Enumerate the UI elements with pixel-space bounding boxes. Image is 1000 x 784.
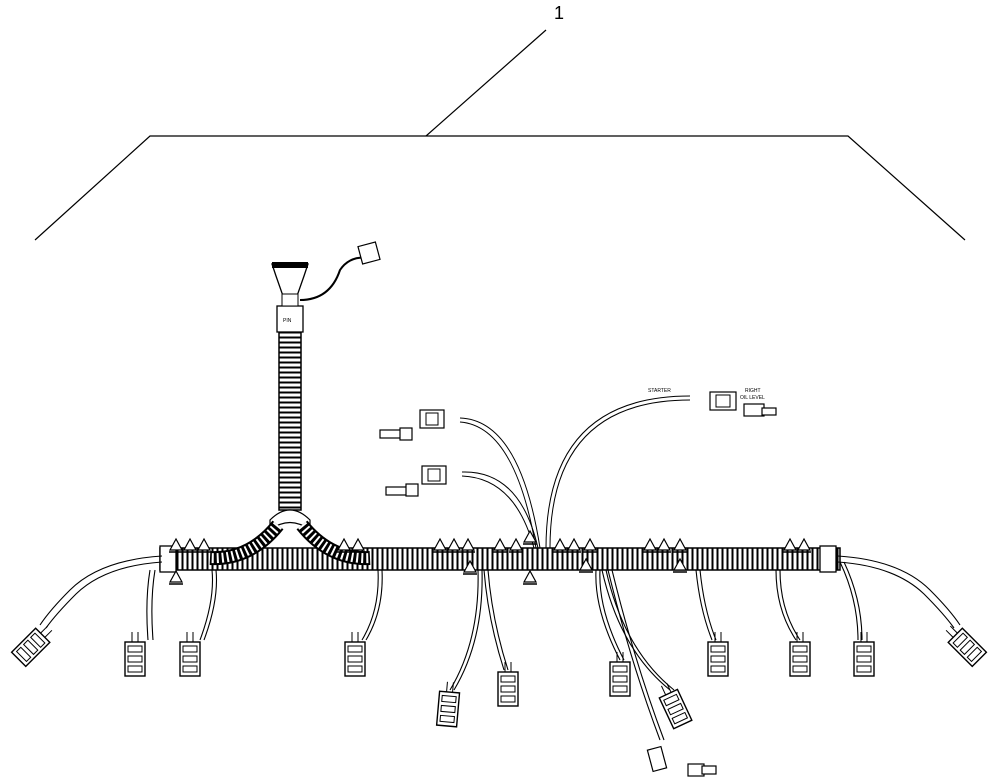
lower-branch-wires: [39, 555, 961, 741]
main-connector-label: PIN: [283, 318, 292, 324]
oil-level-label-2: OIL LEVEL: [740, 395, 765, 401]
upper-connector-1: [379, 409, 445, 441]
main-connector: PIN: [271, 241, 381, 333]
oil-level-label-1: RIGHT: [745, 388, 761, 394]
callout-bracket: [34, 29, 966, 241]
callout-number: 1: [554, 3, 565, 23]
upper-connector-2: [385, 465, 447, 497]
upper-branch-wires: STARTER: [459, 388, 691, 549]
oil-level-sensor: RIGHT OIL LEVEL: [709, 388, 777, 417]
vertical-trunk: [209, 329, 371, 566]
bottom-connector: [646, 745, 717, 777]
starter-label: STARTER: [648, 388, 671, 394]
